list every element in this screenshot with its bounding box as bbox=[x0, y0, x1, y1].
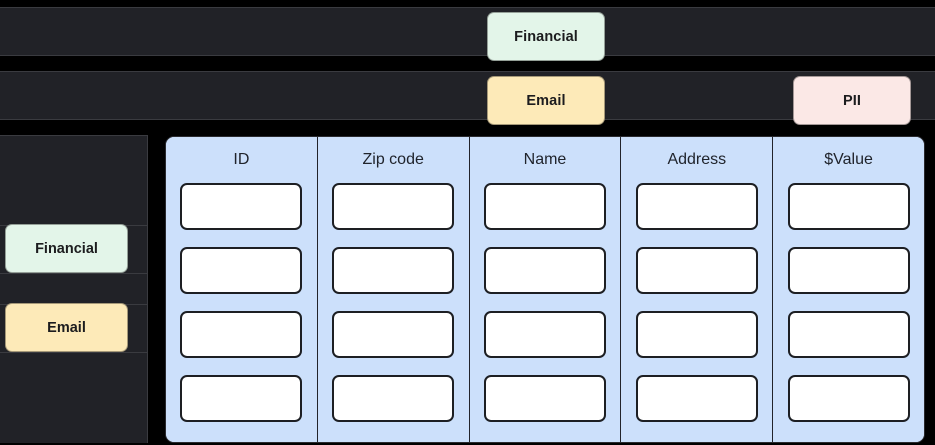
table-cell[interactable] bbox=[332, 375, 455, 422]
table-cell[interactable] bbox=[787, 311, 910, 358]
sidebar-tag-financial[interactable]: Financial bbox=[5, 224, 128, 273]
table-cell[interactable] bbox=[483, 375, 606, 422]
table-cell[interactable] bbox=[332, 183, 455, 230]
sidebar-item-financial[interactable]: Financial bbox=[0, 224, 148, 274]
table-cell[interactable] bbox=[787, 183, 910, 230]
table-cell[interactable] bbox=[635, 247, 758, 294]
tag-financial[interactable]: Financial bbox=[487, 12, 605, 61]
sidebar: Financial Email bbox=[0, 135, 148, 443]
sidebar-tag-email[interactable]: Email bbox=[5, 303, 128, 352]
table-cell[interactable] bbox=[787, 375, 910, 422]
table-cell[interactable] bbox=[635, 183, 758, 230]
column-header-id: ID bbox=[233, 151, 250, 168]
table-cell[interactable] bbox=[483, 311, 606, 358]
data-table: ID Zip code Name Addres bbox=[165, 136, 925, 443]
table-cell[interactable] bbox=[787, 247, 910, 294]
sidebar-item-email[interactable]: Email bbox=[0, 303, 148, 353]
table-cell[interactable] bbox=[180, 311, 303, 358]
table-cell[interactable] bbox=[180, 375, 303, 422]
table-column-value: $Value bbox=[773, 137, 924, 442]
tag-row-email-pii: Email PII bbox=[0, 71, 935, 125]
table-cell[interactable] bbox=[635, 311, 758, 358]
tag-pii[interactable]: PII bbox=[793, 76, 911, 125]
table-column-zip-code: Zip code bbox=[317, 137, 470, 442]
tag-row-financial: Financial bbox=[0, 7, 935, 61]
table-cell[interactable] bbox=[483, 183, 606, 230]
table-cell[interactable] bbox=[332, 311, 455, 358]
column-header-name: Name bbox=[523, 151, 567, 168]
table-column-name: Name bbox=[469, 137, 622, 442]
table-cell[interactable] bbox=[635, 375, 758, 422]
table-column-address: Address bbox=[621, 137, 774, 442]
table-column-id: ID bbox=[166, 137, 318, 442]
column-header-value: $Value bbox=[824, 151, 873, 168]
column-header-address: Address bbox=[667, 151, 727, 168]
table-cell[interactable] bbox=[180, 247, 303, 294]
table-cell[interactable] bbox=[180, 183, 303, 230]
lower-section: Financial Email ID Zip code bbox=[0, 135, 935, 445]
column-header-zip-code: Zip code bbox=[362, 151, 424, 168]
table-cell[interactable] bbox=[483, 247, 606, 294]
table-cell[interactable] bbox=[332, 247, 455, 294]
tag-email[interactable]: Email bbox=[487, 76, 605, 125]
